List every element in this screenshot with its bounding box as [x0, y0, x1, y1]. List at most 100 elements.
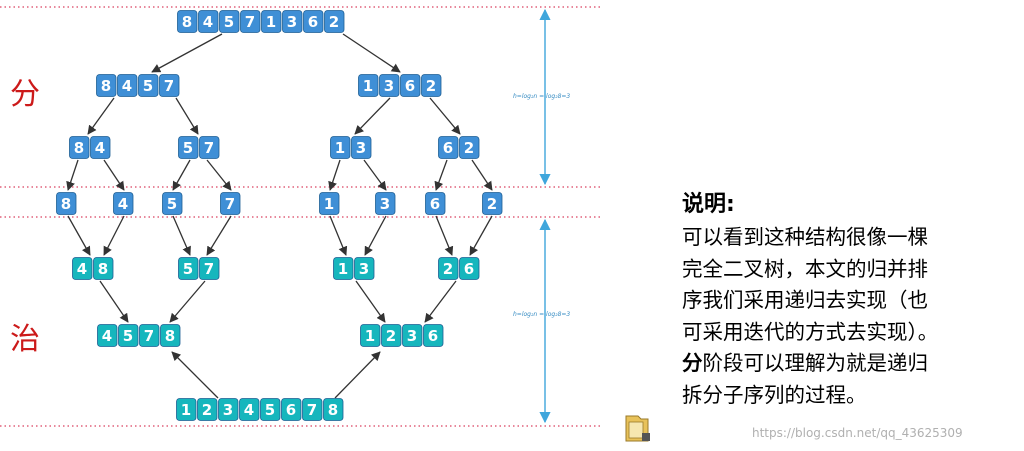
tree-edge: [424, 280, 457, 323]
cell-digit: 8: [61, 195, 71, 213]
tree-edge: [206, 159, 232, 191]
cell-digit: 4: [95, 139, 105, 157]
tree-edge: [151, 33, 223, 73]
array-cell: [160, 324, 181, 347]
array-cell: [113, 192, 134, 215]
array-cell: [425, 192, 446, 215]
array-node: 7: [220, 192, 241, 215]
cell-digit: 7: [225, 195, 235, 213]
tree-edge: [67, 215, 91, 256]
tree-edge: [66, 159, 79, 191]
cell-digit: 4: [244, 401, 254, 419]
tree-edge: [329, 215, 348, 256]
array-cell: [302, 398, 323, 421]
cell-digit: 5: [183, 139, 193, 157]
tree-edge: [99, 280, 129, 323]
cell-digit: 6: [286, 401, 296, 419]
tree-edge: [354, 97, 391, 135]
array-cell: [198, 10, 219, 33]
array-cell: [459, 136, 480, 159]
cell-digit: 6: [308, 13, 318, 31]
cell-digit: 6: [464, 260, 474, 278]
cell-digit: 2: [443, 260, 453, 278]
cell-digit: 1: [181, 401, 191, 419]
cell-digit: 5: [143, 77, 153, 95]
cell-digit: 4: [118, 195, 128, 213]
divide-phase-label: 分: [10, 77, 40, 112]
tree-edge: [469, 215, 493, 256]
explanation-text: 序我们采用递归去实现（也: [682, 288, 928, 312]
array-cell: [330, 136, 351, 159]
cell-digit: 2: [329, 13, 339, 31]
array-cell: [482, 192, 503, 215]
array-cell: [351, 136, 372, 159]
explanation-line: 拆分子序列的过程。: [682, 380, 1022, 412]
cell-digit: 3: [223, 401, 233, 419]
cell-digit: 4: [77, 260, 87, 278]
array-cell: [379, 74, 400, 97]
tree-edge: [328, 159, 341, 191]
array-cell: [421, 74, 442, 97]
cell-digit: 8: [101, 77, 111, 95]
array-cell: [360, 324, 381, 347]
array-cell: [261, 10, 282, 33]
array-cell: [56, 192, 77, 215]
folder-icon[interactable]: [622, 413, 652, 443]
array-node: 5: [162, 192, 183, 215]
explanation-line: 可以看到这种结构很像一棵: [682, 222, 1022, 254]
watermark: https://blog.csdn.net/qq_43625309: [752, 426, 963, 440]
explanation-emphasis: 分: [682, 351, 703, 375]
array-cell: [178, 136, 199, 159]
tree-edge: [363, 159, 387, 191]
tree-edge: [172, 215, 191, 256]
cell-digit: 1: [335, 139, 345, 157]
tree-edge: [334, 351, 381, 399]
array-cell: [358, 74, 379, 97]
height-formula: h=log₂n = log₂8=3: [513, 93, 570, 100]
array-cell: [69, 136, 90, 159]
array-cell: [138, 74, 159, 97]
dotted-guide-lines: [0, 6, 600, 427]
cell-digit: 3: [359, 260, 369, 278]
tree-edge: [172, 159, 191, 191]
cell-digit: 2: [487, 195, 497, 213]
array-cell: [117, 74, 138, 97]
tree-edge: [87, 97, 115, 135]
tree-edge: [471, 159, 493, 191]
explanation-text: 可以看到这种结构很像一棵: [682, 225, 928, 249]
array-cell: [400, 74, 421, 97]
array-cell: [354, 257, 375, 280]
array-cell: [90, 136, 111, 159]
array-cell: [381, 324, 402, 347]
cell-digit: 6: [430, 195, 440, 213]
cell-digit: 2: [464, 139, 474, 157]
array-cell: [459, 257, 480, 280]
array-cell: [333, 257, 354, 280]
cell-digit: 3: [407, 327, 417, 345]
explanation-line: 序我们采用递归去实现（也: [682, 285, 1022, 317]
cell-digit: 1: [365, 327, 375, 345]
cell-digit: 7: [307, 401, 317, 419]
array-cell: [118, 324, 139, 347]
array-cell: [239, 398, 260, 421]
array-cell: [178, 257, 199, 280]
cell-digit: 8: [165, 327, 175, 345]
tree-edge: [171, 351, 219, 399]
array-cell: [402, 324, 423, 347]
cell-digit: 7: [164, 77, 174, 95]
tree-edge: [103, 215, 125, 256]
array-cell: [159, 74, 180, 97]
explanation-body: 可以看到这种结构很像一棵完全二叉树，本文的归并排序我们采用递归去实现（也可采用迭…: [682, 222, 1022, 411]
height-formula: h=log₂n = log₂8=3: [513, 311, 570, 318]
cell-digit: 4: [102, 327, 112, 345]
array-cell: [97, 324, 118, 347]
